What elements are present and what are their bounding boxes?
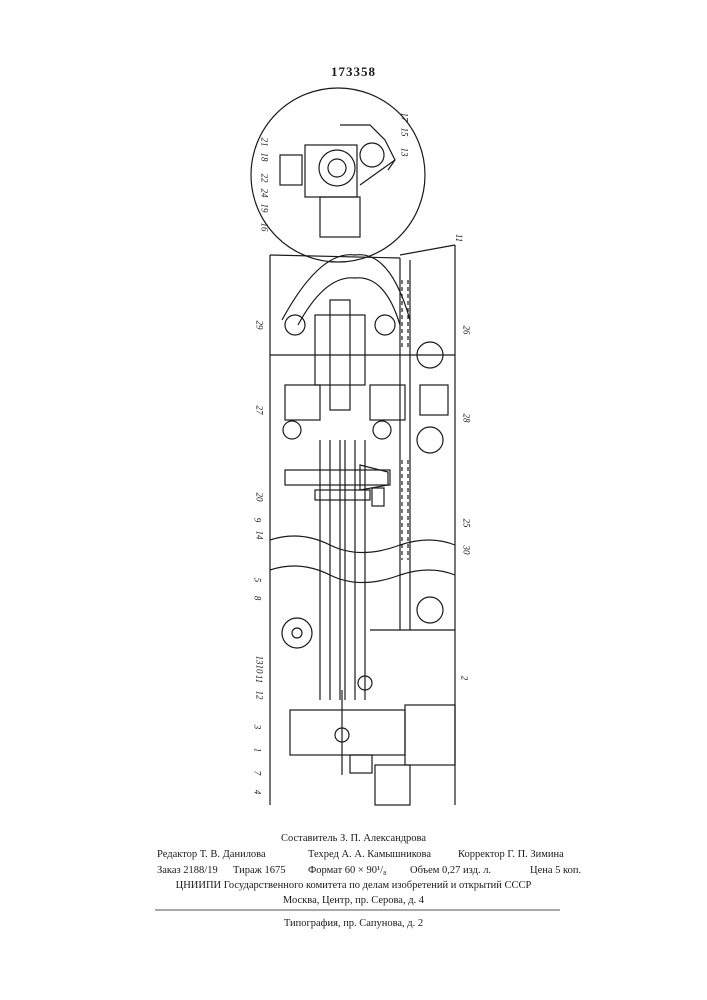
rule-lines [0,0,707,1000]
